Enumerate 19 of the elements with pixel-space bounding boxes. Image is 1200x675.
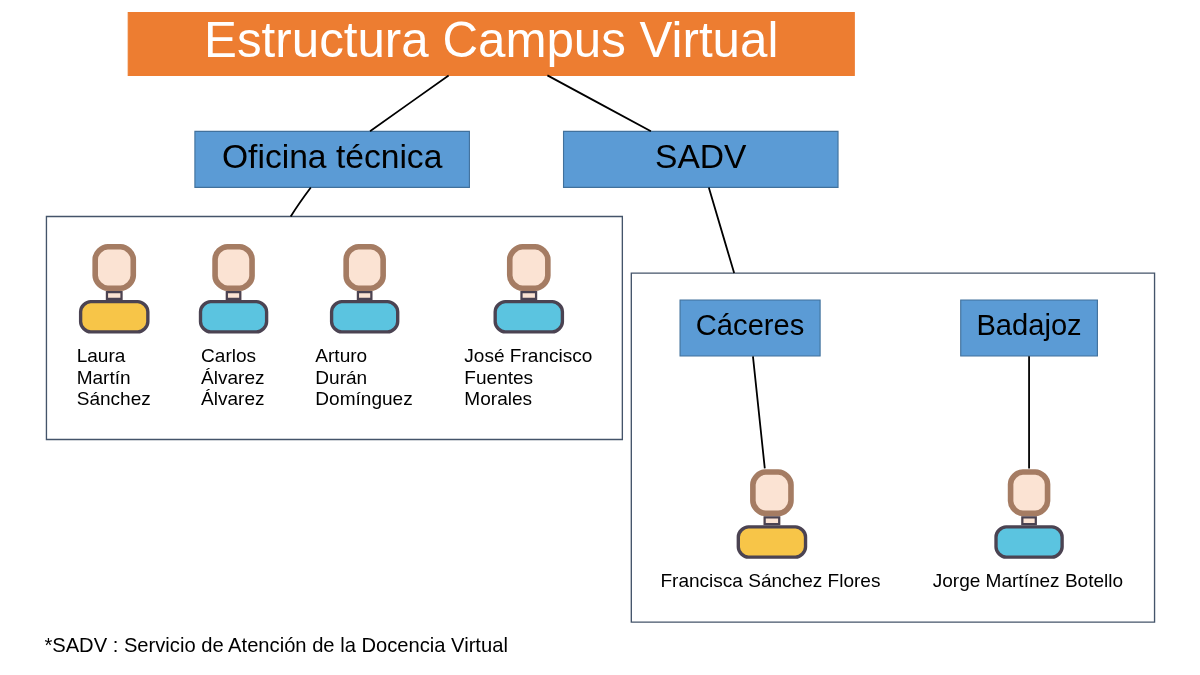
node-box: SADV [562, 130, 839, 188]
connector [289, 186, 312, 218]
connector [546, 74, 652, 133]
node-box: Badajoz [959, 299, 1098, 357]
connector [368, 74, 450, 133]
node-label: Carlos Álvarez Álvarez [200, 345, 265, 409]
connector [751, 355, 766, 470]
node-label: Jorge Martínez Botello [932, 570, 1123, 592]
caption: *SADV : Servicio de Atención de la Docencia Virtual [43, 633, 508, 656]
node-box: Estructura Campus Virtual [127, 12, 855, 76]
node-label: Francisca Sánchez Flores [659, 570, 880, 592]
cluster [630, 272, 1155, 623]
node-box: Oficina técnica [193, 130, 470, 188]
node-label: Arturo Durán Domínguez [314, 345, 413, 409]
connector [1027, 355, 1030, 470]
connector [707, 186, 735, 274]
node-label: Laura Martín Sánchez [76, 345, 151, 409]
node-box: Cáceres [679, 299, 821, 357]
node-label: José Francisco Fuentes Morales [463, 345, 592, 409]
